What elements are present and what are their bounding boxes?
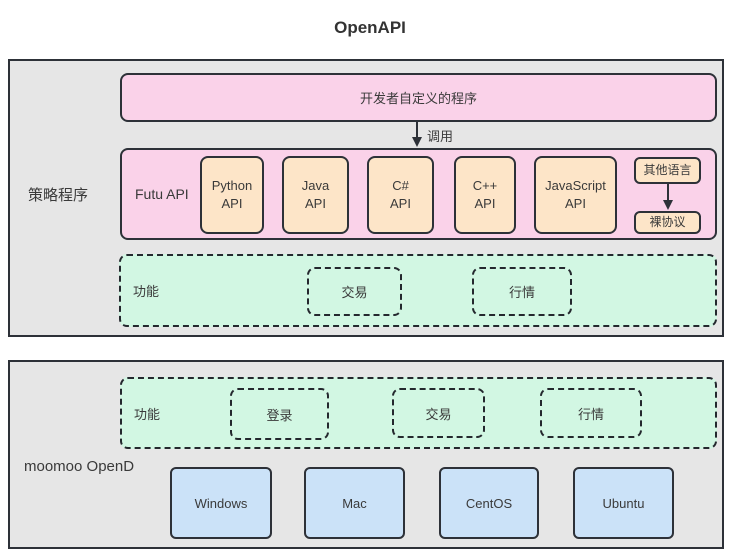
call-label: 调用 bbox=[427, 129, 454, 144]
futu-api-container: Futu API Python API Java API C# API C++ … bbox=[120, 148, 717, 240]
diagram-title: OpenAPI bbox=[334, 18, 406, 37]
platform-ubuntu-box: Ubuntu bbox=[573, 467, 674, 539]
strategy-function-quote: 行情 bbox=[472, 267, 572, 316]
strategy-functions-container: 功能 交易 行情 bbox=[119, 254, 717, 327]
strategy-panel: 策略程序 开发者自定义的程序 调用 Futu API Python API Ja… bbox=[8, 59, 724, 337]
strategy-functions-label: 功能 bbox=[133, 284, 160, 299]
cpp-api-box: C++ API bbox=[454, 156, 516, 234]
strategy-panel-label: 策略程序 bbox=[28, 187, 89, 204]
opend-function-login: 登录 bbox=[230, 388, 329, 440]
strategy-function-trade: 交易 bbox=[307, 267, 402, 316]
opend-functions-label: 功能 bbox=[134, 406, 161, 422]
opend-panel: moomoo OpenD 功能 登录 交易 行情 Windows Mac Cen… bbox=[8, 360, 724, 549]
csharp-api-box: C# API bbox=[367, 156, 434, 234]
python-api-box: Python API bbox=[200, 156, 264, 234]
opend-functions-container: 功能 登录 交易 行情 bbox=[120, 377, 717, 449]
opend-function-quote: 行情 bbox=[540, 388, 642, 438]
platform-mac-box: Mac bbox=[304, 467, 405, 539]
call-down-arrow-icon bbox=[412, 120, 422, 147]
opend-panel-label: moomoo OpenD bbox=[24, 458, 135, 475]
javascript-api-box: JavaScript API bbox=[534, 156, 617, 234]
platform-centos-box: CentOS bbox=[439, 467, 539, 539]
opend-function-trade: 交易 bbox=[392, 388, 485, 438]
platform-windows-box: Windows bbox=[170, 467, 272, 539]
other-language-box: 其他语言 bbox=[634, 157, 701, 184]
custom-program-box: 开发者自定义的程序 bbox=[120, 73, 717, 122]
java-api-box: Java API bbox=[282, 156, 349, 234]
futu-api-label: Futu API bbox=[135, 186, 189, 202]
protocol-down-arrow-icon bbox=[663, 183, 673, 210]
raw-protocol-box: 裸协议 bbox=[634, 211, 701, 234]
